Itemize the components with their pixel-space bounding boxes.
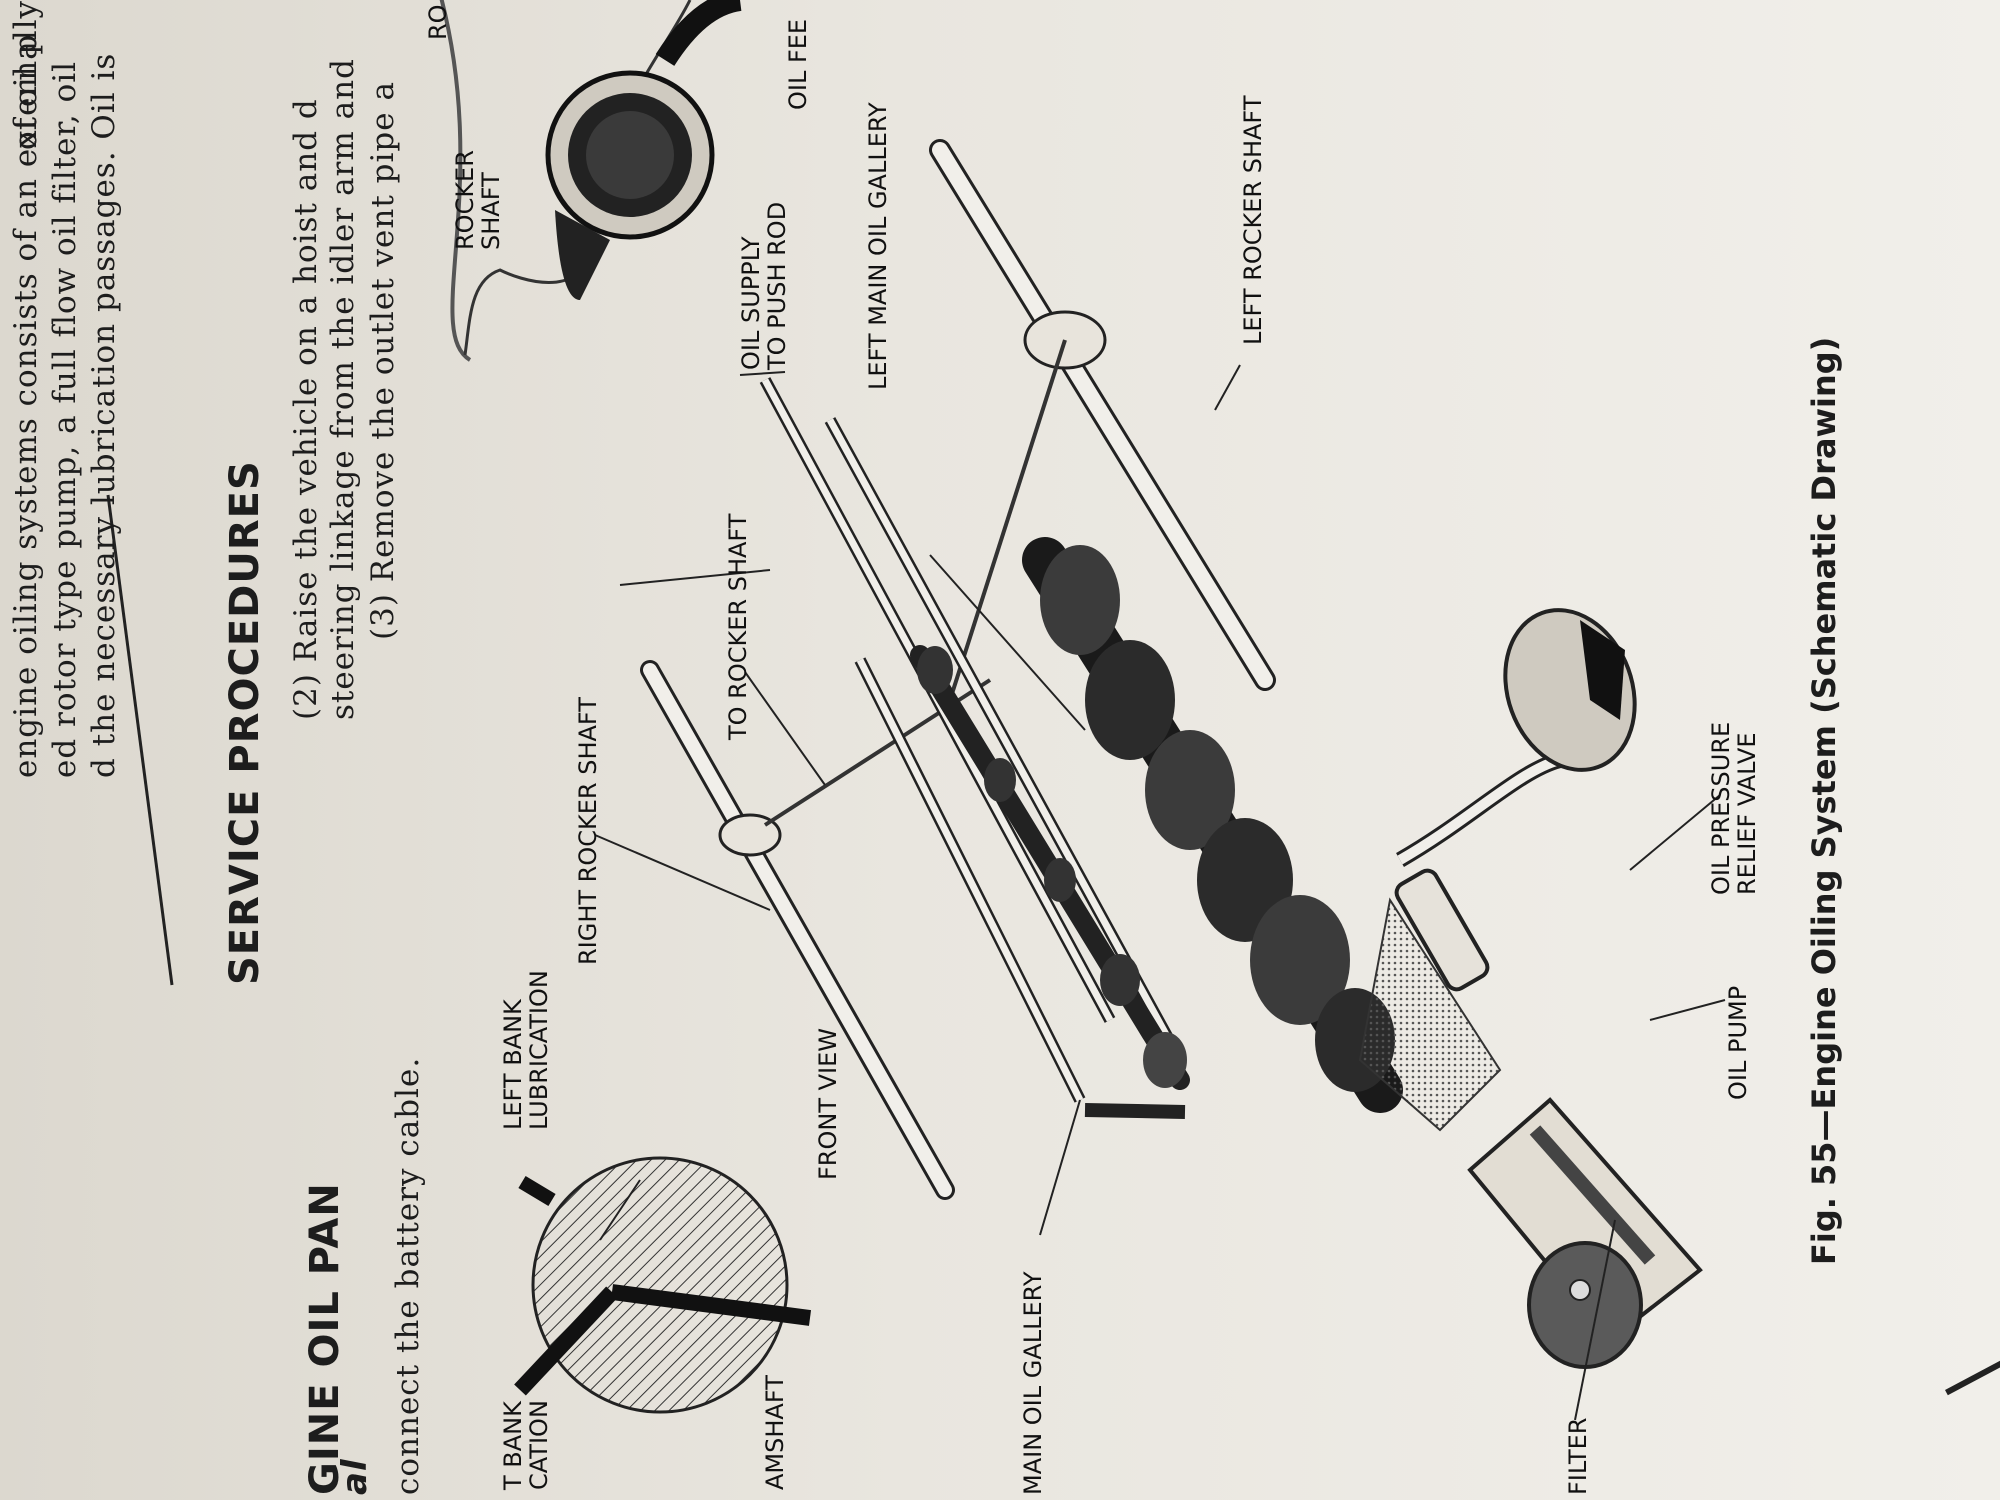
label-main-oil-gallery: MAIN OIL GALLERY xyxy=(1019,1271,1047,1495)
oil-pan-heading: GINE OIL PAN xyxy=(302,1182,348,1495)
service-heading: SERVICE PROCEDURES xyxy=(222,460,268,985)
label-left-main-oil-gallery: LEFT MAIN OIL GALLERY xyxy=(864,102,892,390)
intro-line-2: ed rotor type pump, a full flow oil filt… xyxy=(47,60,83,778)
right-rocker-shaft xyxy=(640,660,992,1200)
label-right-rocker-shaft: RIGHT ROCKER SHAFT xyxy=(574,697,602,965)
service-step2-line2: steering linkage from the idler arm and xyxy=(325,58,361,720)
label-oil-pump: OIL PUMP xyxy=(1724,985,1752,1100)
label-bank-cation-fragment: T BANK CATION xyxy=(499,1400,553,1490)
left-rocker-shaft xyxy=(929,139,1276,701)
divider-rule xyxy=(106,494,174,986)
label-front-view: FRONT VIEW xyxy=(814,1027,842,1180)
service-step2-line1: (2) Raise the vehicle on a hoist and d xyxy=(288,98,324,720)
label-ro-fragment: RO xyxy=(424,4,452,40)
label-camshaft-fragment: AMSHAFT xyxy=(761,1375,789,1490)
oil-pump-assembly xyxy=(1358,752,1563,1132)
service-step3: (3) Remove the outlet vent pipe a xyxy=(365,81,401,640)
camshaft xyxy=(910,645,1190,1090)
front-view-circle xyxy=(514,1156,812,1414)
leader-lines xyxy=(594,364,1726,1421)
label-oil-supply-push-rod: OIL SUPPLY TO PUSH ROD xyxy=(737,201,791,370)
intro-line-3: d the necessary lubrication passages. Oi… xyxy=(86,52,122,778)
figure-caption: Fig. 55—Engine Oiling System (Schematic … xyxy=(1805,336,1843,1265)
label-rocker-shaft: ROCKER SHAFT xyxy=(451,150,505,250)
oil-filter xyxy=(1467,1097,1703,1369)
rocker-shaft-detail xyxy=(439,0,742,362)
label-to-rocker-shaft: TO ROCKER SHAFT xyxy=(724,513,752,740)
label-left-bank-lubrication: LEFT BANK LUBRICATION xyxy=(499,970,553,1130)
oil-pan-inlet xyxy=(1503,608,1637,772)
label-left-rocker-shaft: LEFT ROCKER SHAFT xyxy=(1239,95,1267,345)
crankshaft xyxy=(1022,537,1403,1113)
oil-pan-step: connect the battery cable. xyxy=(390,1056,426,1495)
label-filter: FILTER xyxy=(1564,1417,1592,1495)
intro-top-fragment: of oil p xyxy=(8,33,44,150)
label-oil-feed: OIL FEE xyxy=(784,18,812,110)
label-oil-pressure-relief-valve: OIL PRESSURE RELIEF VALVE xyxy=(1707,721,1761,895)
oil-pan-subheading: al xyxy=(335,1458,375,1495)
